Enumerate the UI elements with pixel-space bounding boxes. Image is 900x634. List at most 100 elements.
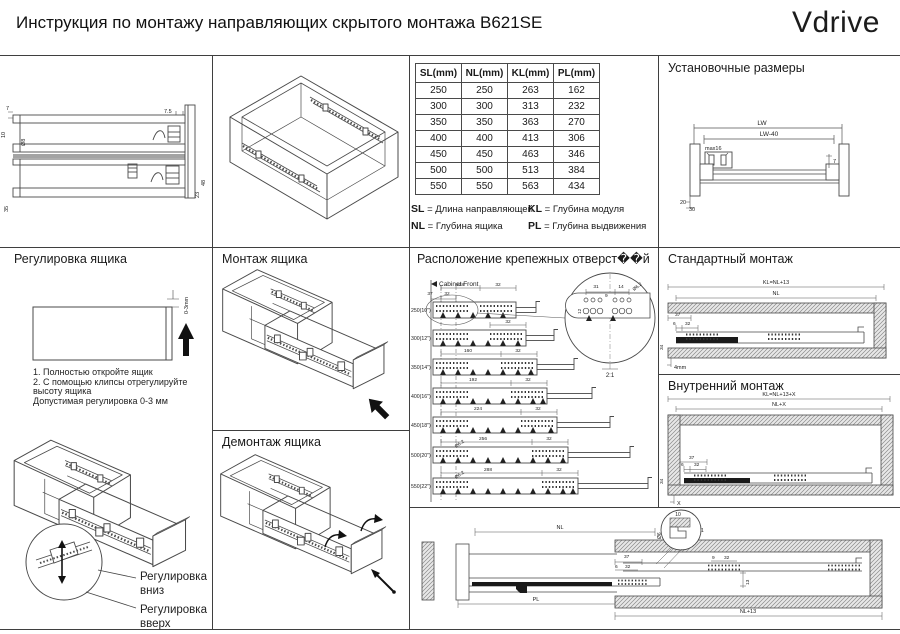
dim-label: 32 xyxy=(556,467,562,473)
leader-line xyxy=(476,312,566,319)
divider xyxy=(410,507,900,508)
divider xyxy=(0,55,900,56)
cell: 500 xyxy=(461,162,508,179)
divider xyxy=(212,55,213,629)
dim-label: 12 xyxy=(577,308,583,314)
dim-label: LW-40 xyxy=(760,131,779,138)
inner-mount-drawing: KL=NL+13+X NL+X 37 6 32 34 X xyxy=(659,392,894,507)
divider xyxy=(0,247,900,248)
cell: 550 xyxy=(415,178,462,195)
cell: 363 xyxy=(507,114,554,131)
col-header: NL(mm) xyxy=(461,63,508,83)
dim-label: 34 xyxy=(659,478,665,484)
row-label: 300(12") xyxy=(411,336,431,342)
dim-label: 0-3mm xyxy=(184,296,190,314)
hole-markers xyxy=(440,312,576,494)
col-header: SL(mm) xyxy=(415,63,462,83)
legend-desc: = Глубина выдвижения xyxy=(544,221,647,232)
magnify-ellipse xyxy=(425,294,479,326)
adjust-instructions: 1. Полностью откройте ящик 2. С помощью … xyxy=(33,367,208,406)
cell: 350 xyxy=(461,114,508,131)
hole-row-labels: 250(10") 300(12") 350(14") 400(16") 450(… xyxy=(411,308,431,490)
dim-label: 32 xyxy=(495,282,501,288)
label-adjust-down2: вниз xyxy=(140,585,164,597)
cell: 550 xyxy=(461,178,508,195)
extended-dim-labels: NL 37 6 32 9 32 13 PL NL+13 xyxy=(533,525,757,615)
cell: 563 xyxy=(507,178,554,195)
cell: 434 xyxy=(553,178,600,195)
dim-label: 6 xyxy=(673,321,676,327)
dim-label: NL xyxy=(556,525,563,531)
dim-label: 10 xyxy=(1,132,7,138)
cell: 384 xyxy=(553,162,600,179)
instruction-line: Допустимая регулировка 0-3 мм xyxy=(33,395,168,406)
cell: 346 xyxy=(553,146,600,163)
adjust-drawing: 0-3mm xyxy=(32,290,194,361)
detail-circle-adjust xyxy=(25,523,137,609)
cabinet-3d-drawing xyxy=(229,75,399,220)
dim-label: NL+X xyxy=(772,402,786,408)
dim-label: NL xyxy=(772,291,779,297)
scale-label: 2:1 xyxy=(606,373,615,379)
dim-label: 32 xyxy=(694,462,700,468)
panel-title-standard: Стандартный монтаж xyxy=(668,252,793,266)
dim-label: 37 xyxy=(675,312,681,318)
dim-label: 37 xyxy=(689,455,695,461)
table-header-row: SL(mm) NL(mm) KL(mm) PL(mm) xyxy=(415,63,600,83)
dim-label: 4mm xyxy=(674,365,687,371)
dim-label: Ø8 xyxy=(21,139,27,146)
table-legend-left: SL = Длина направляющей NL = Глубина ящи… xyxy=(411,201,533,235)
label-adjust-up2: вверх xyxy=(140,618,171,630)
panel-title-install-dims: Установочные размеры xyxy=(668,61,805,75)
divider xyxy=(409,55,410,629)
dim-label: 31 xyxy=(593,284,599,290)
dim-label: 13 xyxy=(745,579,751,585)
cell: 513 xyxy=(507,162,554,179)
dim-label: 160 xyxy=(464,348,472,354)
table-legend-right: KL = Глубина модуля PL = Глубина выдвиже… xyxy=(528,201,646,235)
dim-label: 32 xyxy=(515,348,521,354)
col-header: KL(mm) xyxy=(507,63,554,83)
dim-label: Ø6.2 xyxy=(454,470,466,481)
dim-label: 9 xyxy=(712,555,715,561)
dim-label: 30 xyxy=(689,207,695,213)
adjust-arrow xyxy=(178,323,194,356)
dim-label: 32 xyxy=(685,321,691,327)
inner-dim-labels: KL=NL+13+X NL+X 37 6 32 34 X xyxy=(659,392,796,507)
dim-label: 32 xyxy=(724,555,730,561)
divider xyxy=(213,430,409,431)
dim-label: 14 xyxy=(618,284,624,290)
legend-key: PL xyxy=(528,220,542,232)
dim-label: Ø6.2 xyxy=(632,281,644,292)
hole-dim-labels: 128 32 37 32 32 160 32 192 32 224 32 256… xyxy=(427,282,562,481)
panel-title-mount: Монтаж ящика xyxy=(222,252,308,266)
cell: 350 xyxy=(415,114,462,131)
dim-label: 35 xyxy=(4,206,10,212)
row-label: 500(20") xyxy=(411,453,431,459)
cell: 300 xyxy=(415,98,462,115)
standard-mount-drawing: KL=NL+13 NL 37 6 32 34 4mm xyxy=(659,280,887,371)
cell: 270 xyxy=(553,114,600,131)
dim-label: 32 xyxy=(546,436,552,442)
panel-title-adjust: Регулировка ящика xyxy=(14,252,127,266)
detail-circle-extended: 10 Ø6 1 xyxy=(655,509,704,569)
dim-label: 192 xyxy=(469,377,477,383)
panel-title-inner: Внутренний монтаж xyxy=(668,379,784,393)
cell: 500 xyxy=(415,162,462,179)
dim-label: 37 xyxy=(427,291,433,297)
cell: 263 xyxy=(507,82,554,99)
dim-label: 1 xyxy=(701,528,704,534)
dim-label: 32 xyxy=(525,377,531,383)
row-label: 400(16") xyxy=(411,394,431,400)
row-label: 250(10") xyxy=(411,308,431,314)
legend-desc: = Глубина ящика xyxy=(427,221,503,232)
legend-key: KL xyxy=(528,203,542,215)
dim-label: max16 xyxy=(705,146,722,152)
instruction-line: высоту ящика xyxy=(33,386,92,397)
